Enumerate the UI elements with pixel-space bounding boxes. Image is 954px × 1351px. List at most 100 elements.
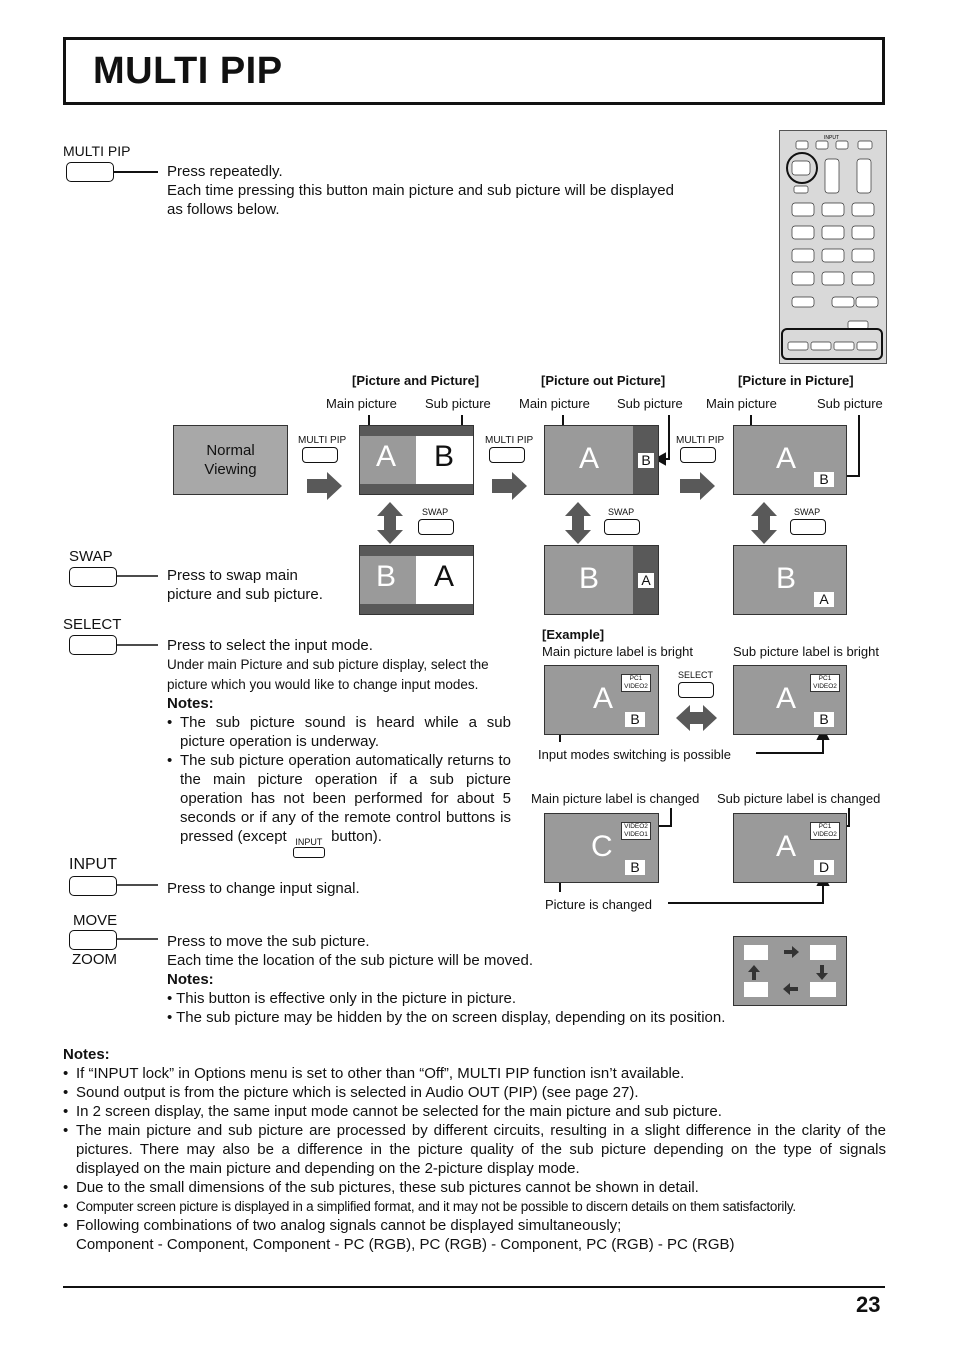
sub-letter: B bbox=[638, 453, 654, 468]
right-arrow bbox=[492, 472, 527, 500]
notes-list: •If “INPUT lock” in Options menu is set … bbox=[63, 1064, 886, 1254]
sub-letter: B bbox=[625, 860, 645, 875]
zoom-button-label: ZOOM bbox=[72, 951, 117, 968]
leftright-arrow bbox=[676, 705, 717, 731]
pap-heading: [Picture and Picture] bbox=[352, 373, 480, 388]
main-letter: A bbox=[776, 830, 797, 863]
note-item-continuation: Component - Component, Component - PC (R… bbox=[76, 1236, 735, 1253]
move-zoom-button[interactable] bbox=[69, 930, 117, 950]
swap-small-button bbox=[418, 519, 454, 535]
input-button-label: INPUT bbox=[69, 856, 117, 873]
multipip-button-label: MULTI PIP bbox=[63, 143, 131, 159]
pap-screen: A B bbox=[359, 425, 474, 495]
sub-letter: B bbox=[814, 472, 834, 487]
multipip-small-button bbox=[489, 447, 525, 463]
main-bright-label: Main picture label is bright bbox=[542, 644, 694, 659]
page-number: 23 bbox=[856, 1292, 881, 1317]
select-notes-heading: Notes: bbox=[167, 695, 214, 712]
input-text: Press to change input signal. bbox=[167, 880, 360, 897]
note-item: •If “INPUT lock” in Options menu is set … bbox=[63, 1065, 685, 1082]
title-box: MULTI PIP bbox=[63, 37, 885, 105]
main-letter: A bbox=[776, 442, 797, 475]
multipip-text: Press repeatedly. Each time pressing thi… bbox=[167, 163, 674, 218]
sub-letter: A bbox=[638, 573, 654, 588]
pip-heading: [Picture in Picture] bbox=[738, 373, 854, 388]
move-positions-screen bbox=[733, 936, 847, 1006]
notes-heading: Notes: bbox=[63, 1046, 110, 1063]
select-button-label: SELECT bbox=[63, 616, 122, 633]
swap-small-button bbox=[790, 519, 826, 535]
remote-drawing: INPUT bbox=[781, 135, 883, 360]
updown-arrow bbox=[565, 502, 591, 544]
remote-control: INPUT bbox=[779, 130, 887, 364]
sub-label: Sub picture bbox=[817, 396, 883, 411]
normal-viewing-screen: Normal Viewing bbox=[173, 425, 288, 495]
main-label: Main picture bbox=[706, 396, 777, 411]
select-small-button bbox=[678, 682, 714, 698]
main-letter: C bbox=[591, 830, 613, 863]
multipip-small-button bbox=[680, 447, 716, 463]
footer-rule bbox=[63, 1286, 885, 1288]
inline-input-button: INPUT bbox=[292, 838, 325, 858]
remote-input-label: INPUT bbox=[824, 135, 839, 141]
swap-text: Press to swap main picture and sub pictu… bbox=[167, 567, 323, 603]
select-subtext: Under main Picture and sub picture displ… bbox=[167, 657, 489, 692]
leader-line bbox=[114, 171, 158, 173]
main-letter: A bbox=[593, 682, 614, 715]
multipip-small-label: MULTI PIP bbox=[676, 435, 725, 446]
right-arrow bbox=[680, 472, 715, 500]
sub-letter: B bbox=[434, 440, 455, 473]
swap-small-button bbox=[604, 519, 640, 535]
sub-label: Sub picture bbox=[617, 396, 683, 411]
main-changed-label: Main picture label is changed bbox=[531, 791, 700, 806]
sub-letter: B bbox=[625, 712, 645, 727]
note-item: •In 2 screen display, the same input mod… bbox=[63, 1103, 722, 1120]
pip-screen: A B bbox=[733, 425, 847, 495]
multipip-small-label: MULTI PIP bbox=[298, 435, 347, 446]
main-letter: A bbox=[776, 682, 797, 715]
example-heading: [Example] bbox=[542, 627, 605, 642]
sub-label: Sub picture bbox=[425, 396, 491, 411]
note-item: •Following combinations of two analog si… bbox=[63, 1217, 622, 1234]
note-item: •Due to the small dimensions of the sub … bbox=[63, 1179, 699, 1196]
select-small-label: SELECT bbox=[678, 670, 714, 680]
swap-small-label: SWAP bbox=[794, 507, 821, 517]
main-label: Main picture bbox=[519, 396, 590, 411]
pop-screen: A B bbox=[544, 425, 659, 495]
main-letter: B bbox=[776, 562, 797, 595]
updown-arrow bbox=[377, 502, 403, 544]
main-letter: A bbox=[376, 440, 397, 473]
move-button-label: MOVE bbox=[73, 912, 118, 929]
pap-swapped-screen: B A bbox=[359, 545, 474, 615]
main-label: Main picture bbox=[326, 396, 397, 411]
right-arrow bbox=[307, 472, 342, 500]
multipip-button[interactable] bbox=[66, 162, 114, 182]
swap-button[interactable] bbox=[69, 567, 117, 587]
move-text: Press to move the sub picture. Each time… bbox=[167, 933, 726, 1026]
input-button[interactable] bbox=[69, 876, 117, 896]
multipip-small-button bbox=[302, 447, 338, 463]
select-button[interactable] bbox=[69, 635, 117, 655]
main-letter: A bbox=[579, 442, 600, 475]
select-text: Press to select the input mode. bbox=[167, 637, 373, 654]
main-letter: B bbox=[579, 562, 600, 595]
multipip-small-label: MULTI PIP bbox=[485, 435, 534, 446]
sub-bright-label: Sub picture label is bright bbox=[733, 644, 879, 659]
main-letter: B bbox=[376, 560, 397, 593]
sub-letter: B bbox=[814, 712, 834, 727]
select-note-item: •The sub picture sound is heard while a … bbox=[167, 714, 511, 750]
picture-changed-label: Picture is changed bbox=[545, 897, 652, 912]
pop-swapped-screen: B A bbox=[544, 545, 659, 615]
sub-letter: A bbox=[814, 592, 834, 607]
select-note-item: •The sub picture operation automatically… bbox=[167, 751, 511, 858]
pop-heading: [Picture out Picture] bbox=[541, 373, 666, 388]
updown-arrow bbox=[751, 502, 777, 544]
sub-changed-label: Sub picture label is changed bbox=[717, 791, 881, 806]
swap-small-label: SWAP bbox=[422, 507, 449, 517]
